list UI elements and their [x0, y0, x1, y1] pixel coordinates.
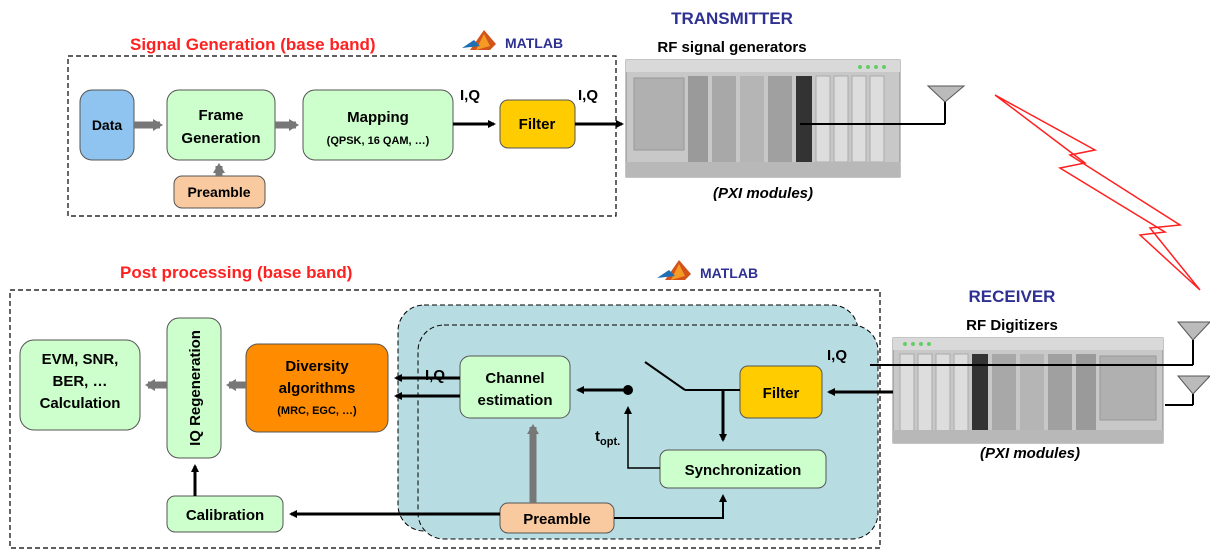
calibration-label: Calibration	[186, 507, 264, 524]
calibration-block	[166, 495, 284, 533]
filter-label-top: Filter	[519, 116, 556, 133]
evm-label-1: EVM, SNR,	[42, 351, 119, 368]
transmitter-chassis-image	[625, 59, 901, 178]
preamble-label-top: Preamble	[187, 184, 250, 200]
arrow-preamble-sync	[614, 494, 727, 519]
matlab-logo-icon	[462, 30, 496, 50]
diversity-label-2: algorithms	[279, 380, 356, 397]
matlab-logo-icon-bottom	[657, 260, 691, 280]
transmitter-title: TRANSMITTER	[671, 9, 793, 28]
tx-antenna-icon	[800, 85, 966, 125]
channel-label-2: estimation	[477, 392, 552, 409]
iq-regeneration-label: IQ Regeneration	[187, 330, 204, 446]
evm-label-3: Calculation	[40, 395, 121, 412]
diversity-label-3: (MRC, EGC, …)	[277, 405, 357, 417]
transmitter-subtitle: RF signal generators	[657, 39, 806, 56]
receiver-chassis-image	[892, 337, 1164, 444]
iq-label-left: I,Q	[425, 367, 445, 384]
filter-label-bottom: Filter	[763, 385, 800, 402]
data-label: Data	[92, 117, 123, 133]
iq-label-right: I,Q	[827, 347, 847, 364]
receiver-subtitle: RF Digitizers	[966, 317, 1058, 334]
signal-generation-title: Signal Generation (base band)	[130, 35, 376, 54]
post-processing-title: Post processing (base band)	[120, 263, 352, 282]
rx-antenna-1-icon	[870, 321, 1210, 366]
wireless-link-icon	[994, 94, 1201, 291]
mapping-label-1: Mapping	[347, 109, 409, 126]
frame-generation-block	[166, 89, 276, 161]
diversity-label-1: Diversity	[285, 358, 349, 375]
evm-label-2: BER, …	[52, 373, 107, 390]
post-processing-frame	[9, 289, 881, 549]
frame-generation-label-1: Frame	[198, 107, 243, 124]
matlab-label-bottom: MATLAB	[700, 265, 758, 281]
evm-calculation-block	[19, 339, 141, 431]
arrow-sync-switch	[624, 406, 660, 469]
switch-node-icon	[623, 385, 633, 395]
iq-label-top-1: I,Q	[460, 87, 480, 104]
preamble-label-bottom: Preamble	[523, 511, 591, 528]
mapping-label-2: (QPSK, 16 QAM, …)	[327, 135, 430, 147]
filter-block-bottom	[739, 365, 823, 419]
transmitter-caption: (PXI modules)	[713, 185, 813, 202]
receiver-caption: (PXI modules)	[980, 445, 1080, 462]
switch-icon	[644, 361, 686, 391]
synchronization-label: Synchronization	[685, 462, 802, 479]
t-opt-label: topt.	[595, 428, 620, 448]
frame-generation-label-2: Generation	[181, 130, 260, 147]
receiver-title: RECEIVER	[969, 287, 1056, 306]
synchronization-block	[659, 449, 827, 489]
matlab-label-top: MATLAB	[505, 35, 563, 51]
iq-label-top-2: I,Q	[578, 87, 598, 104]
rx-antenna-2-icon	[1165, 375, 1210, 406]
channel-label-1: Channel	[485, 370, 544, 387]
signal-generation-frame	[67, 55, 617, 217]
channel-estimation-block	[459, 355, 571, 419]
